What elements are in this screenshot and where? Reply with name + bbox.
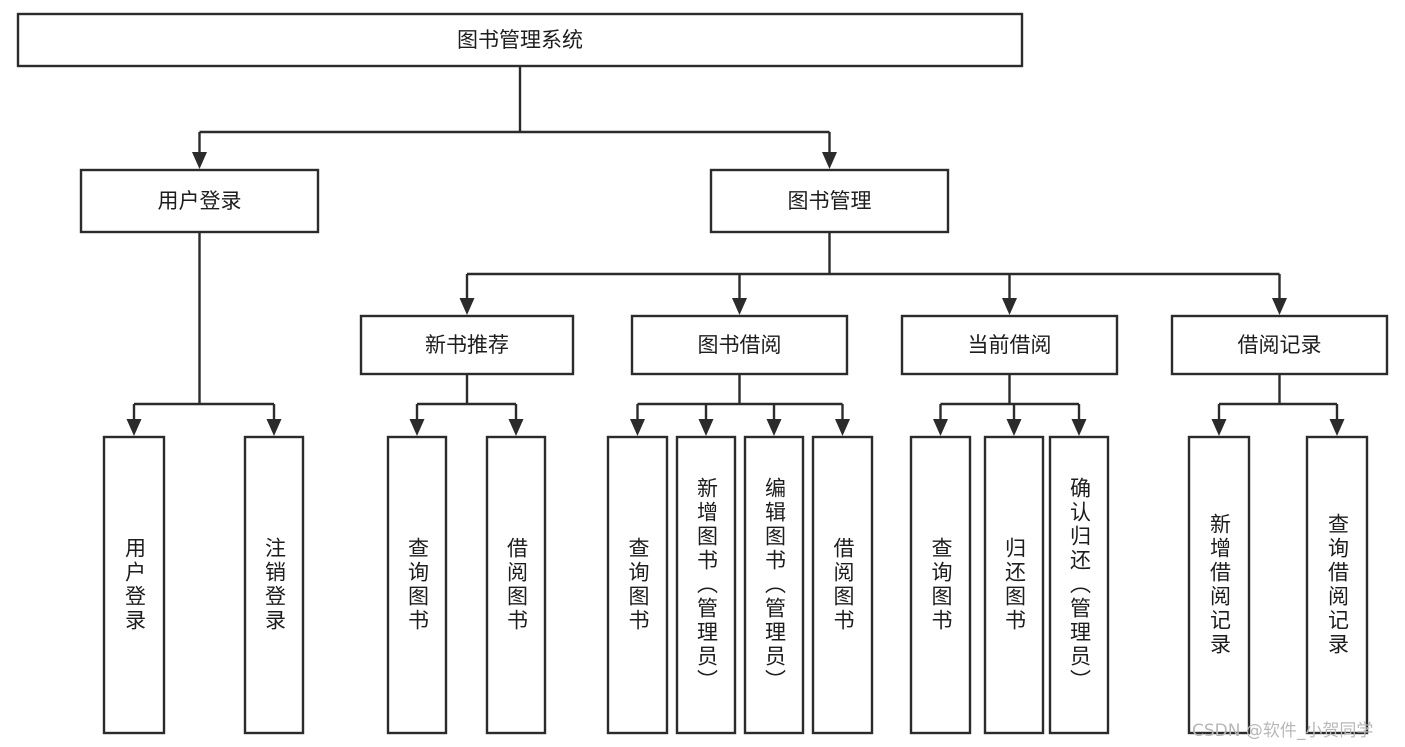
userlogin-arrow-1 — [266, 419, 282, 436]
level2-node-0[interactable]: 用户登录 — [79, 168, 320, 234]
leaf-node-10[interactable] — [1048, 435, 1110, 735]
level3-node-0-label: 新书推荐 — [425, 333, 509, 357]
root-node-label: 图书管理系统 — [457, 28, 583, 52]
current-arrow-2 — [1071, 419, 1087, 436]
level3-node-0[interactable]: 新书推荐 — [359, 314, 575, 376]
connectors-layer — [126, 66, 1345, 436]
root-arrow-0 — [192, 152, 207, 169]
bookmgmt-arrow-3 — [1272, 298, 1287, 315]
leaf-node-2[interactable] — [386, 435, 448, 735]
level2-node-0-label: 用户登录 — [158, 189, 242, 213]
bookmgmt-arrow-1 — [732, 298, 747, 315]
borrow-arrow-0 — [630, 419, 645, 436]
leaf-node-0[interactable] — [102, 435, 166, 735]
records-arrow-0 — [1211, 419, 1227, 436]
leaf-node-6[interactable] — [743, 435, 805, 735]
borrow-arrow-3 — [835, 419, 850, 436]
bookmgmt-arrow-0 — [459, 298, 475, 315]
leaf-node-11[interactable] — [1187, 435, 1251, 735]
level2-node-1-label: 图书管理 — [788, 189, 872, 213]
borrow-arrow-1 — [698, 419, 714, 436]
level3-node-3[interactable]: 借阅记录 — [1170, 314, 1389, 376]
leaf-node-7[interactable] — [811, 435, 874, 735]
level3-node-3-label: 借阅记录 — [1238, 333, 1322, 357]
leaf-node-5[interactable] — [675, 435, 737, 735]
root-node[interactable]: 图书管理系统 — [16, 12, 1024, 68]
records-arrow-1 — [1329, 419, 1345, 436]
leaf-node-3[interactable] — [485, 435, 547, 735]
newbook-arrow-0 — [409, 419, 425, 436]
leaf-node-9[interactable] — [983, 435, 1045, 735]
csdn-watermark: CSDN @软件_小贺同学 — [1192, 721, 1374, 741]
leaf-node-1[interactable] — [243, 435, 305, 735]
newbook-arrow-1 — [508, 419, 524, 436]
level3-node-1-label: 图书借阅 — [698, 333, 782, 357]
leaf-node-12[interactable] — [1305, 435, 1369, 735]
bookmgmt-arrow-2 — [1002, 298, 1017, 315]
current-arrow-0 — [933, 419, 948, 436]
root-arrow-1 — [822, 152, 837, 169]
current-arrow-1 — [1006, 419, 1022, 436]
level3-node-2-label: 当前借阅 — [968, 333, 1052, 357]
leaf-node-4[interactable] — [606, 435, 669, 735]
level3-node-2[interactable]: 当前借阅 — [900, 314, 1119, 376]
borrow-arrow-2 — [766, 419, 782, 436]
level2-node-1[interactable]: 图书管理 — [709, 168, 950, 234]
level3-node-1[interactable]: 图书借阅 — [630, 314, 849, 376]
userlogin-arrow-0 — [126, 419, 142, 436]
leaf-node-8[interactable] — [909, 435, 972, 735]
